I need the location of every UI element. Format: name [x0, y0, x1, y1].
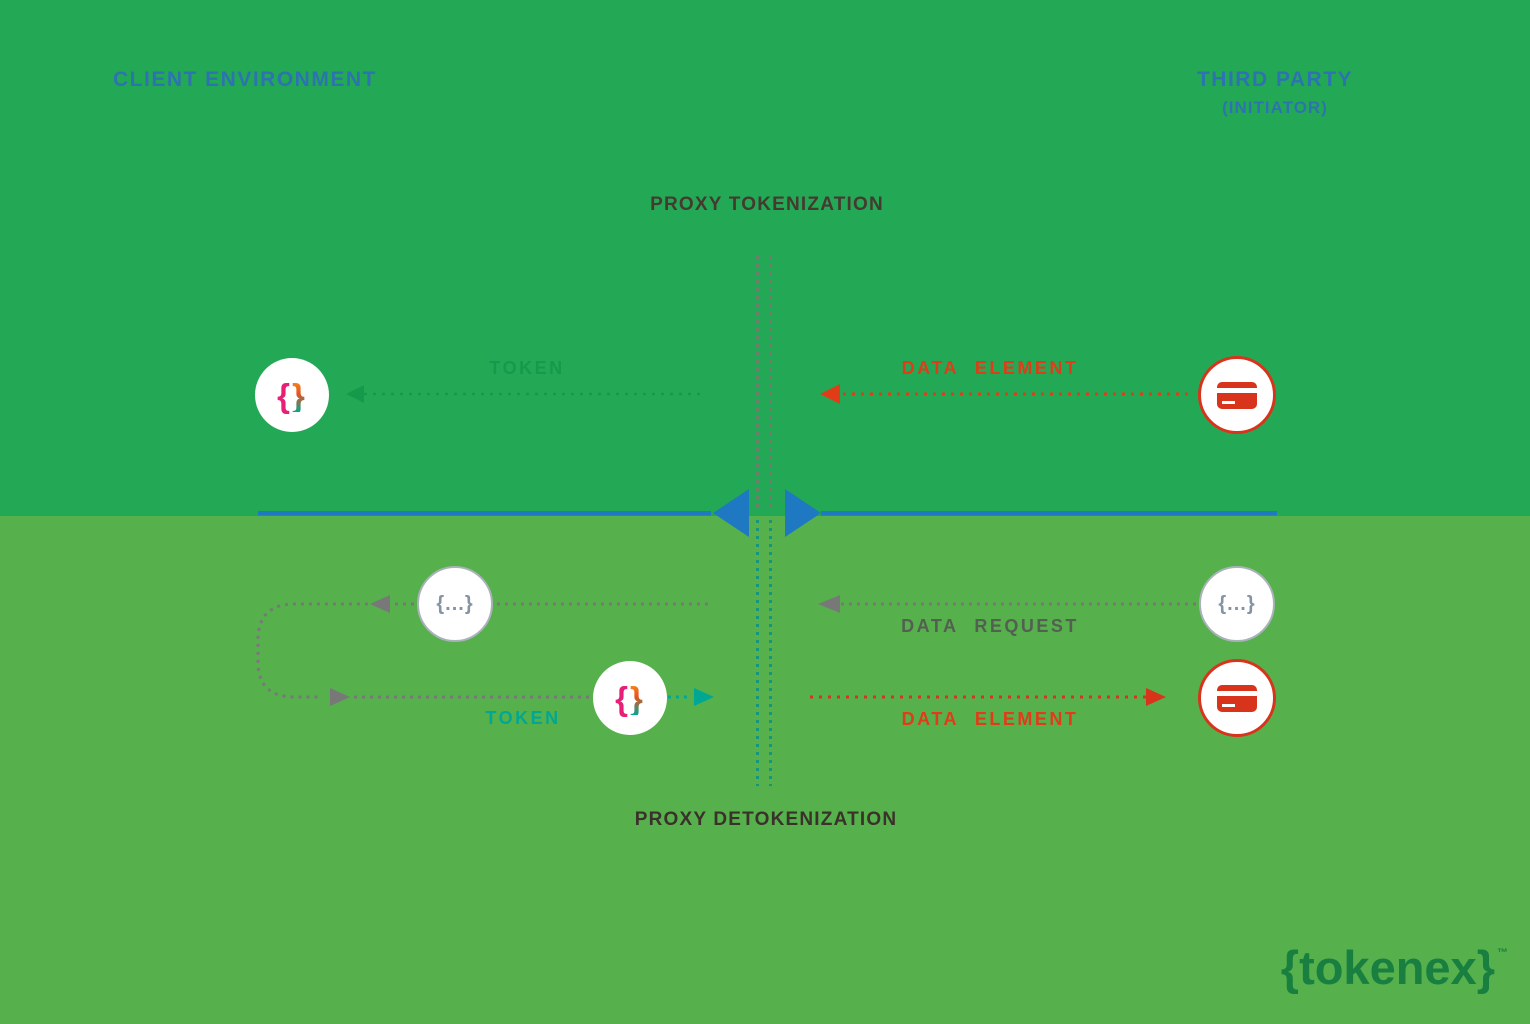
- token-label-bottom: TOKEN: [485, 708, 561, 728]
- tokenex-brace-open: {: [277, 376, 292, 414]
- data-element-label-bottom: DATA ELEMENT: [901, 709, 1079, 729]
- tokenex-brace-open: {: [615, 679, 630, 717]
- proxy-detokenization-title: PROXY DETOKENIZATION: [634, 809, 898, 830]
- credit-card-icon: [1217, 684, 1257, 712]
- payload-node-left: {...}: [417, 566, 493, 642]
- tokenex-brace-close: }: [630, 679, 645, 717]
- logo-brace-right: }: [1476, 941, 1495, 994]
- token-label-top: TOKEN: [489, 358, 565, 378]
- tokenex-node-bottom: { }: [593, 661, 667, 735]
- tokenex-node-top: { }: [255, 358, 329, 432]
- logo-brace-left: {: [1280, 941, 1300, 994]
- tokenex-braces-icon: { }: [615, 682, 645, 715]
- proxy-tokenization-title: PROXY TOKENIZATION: [650, 194, 884, 215]
- data-element-label-top: DATA ELEMENT: [901, 358, 1079, 378]
- third-party-label: THIRD PARTY: [1196, 68, 1354, 91]
- third-party-card-node-bottom: [1198, 659, 1276, 737]
- logo-text: tokenex: [1299, 941, 1477, 994]
- payload-braces-icon: {...}: [436, 593, 474, 615]
- data-request-label: DATA REQUEST: [901, 616, 1079, 636]
- credit-card-icon: [1217, 381, 1257, 409]
- tokenization-zone-background: [0, 0, 1530, 516]
- client-environment-label: CLIENT ENVIRONMENT: [113, 68, 377, 91]
- third-party-initiator-label: (INITIATOR): [1222, 98, 1328, 117]
- third-party-card-node-top: [1198, 356, 1276, 434]
- tokenex-logo: { tokenex } ™: [1281, 944, 1508, 991]
- detokenization-zone-background: [0, 516, 1530, 1024]
- payload-braces-icon: {...}: [1218, 593, 1256, 615]
- tokenex-braces-icon: { }: [277, 379, 307, 412]
- tokenex-brace-close: }: [292, 376, 307, 414]
- payload-node-right: {...}: [1199, 566, 1275, 642]
- logo-trademark-icon: ™: [1497, 947, 1508, 959]
